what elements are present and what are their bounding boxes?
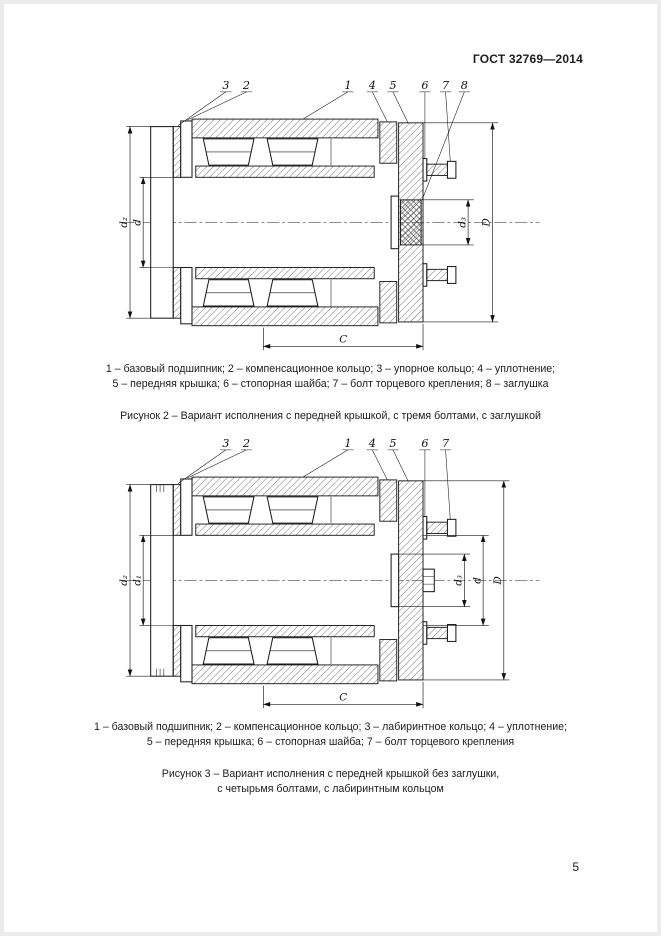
compensation-ring (179, 478, 193, 536)
dim-label-C: C (339, 334, 347, 346)
shaft-and-rings (149, 120, 193, 325)
callout-label-4: 4 (367, 79, 375, 92)
dim-label-d3: d₃ (452, 575, 464, 586)
figure-2-caption: Рисунок 2 – Вариант исполнения с передне… (120, 409, 541, 422)
callout-label-7: 7 (441, 437, 449, 450)
bearing (191, 118, 397, 327)
callout-label-5: 5 (389, 79, 396, 92)
standard-number: ГОСТ 32769—2014 (472, 52, 583, 66)
front-cover (390, 480, 424, 681)
dimensions: d₂ d₁ d₃ d D C (118, 480, 509, 709)
legend-line: 1 – базовый подшипник; 2 – компенсационн… (94, 721, 567, 734)
lock-washer (422, 158, 427, 182)
bearing (191, 476, 397, 685)
figure-3-drawing: 3 2 1 4 5 6 7 d₂ d₁ d₃ d (118, 437, 539, 709)
legend-line: 5 – передняя крышка; 6 – стопорная шайба… (146, 736, 515, 749)
labyrinth-ring-teeth (155, 484, 164, 677)
callout-label-2: 2 (241, 79, 249, 92)
callouts: 3 2 1 4 5 6 7 8 (177, 79, 470, 200)
figure-3-caption: Рисунок 3 – Вариант исполнения с передне… (4, 767, 657, 798)
lock-washer (422, 516, 427, 540)
dim-label-D: D (491, 576, 503, 586)
callout-label-6: 6 (421, 437, 428, 450)
callout-label-6: 6 (421, 79, 428, 92)
callout-label-1: 1 (344, 79, 351, 92)
dim-label-d: d (131, 219, 143, 226)
callout-label-5: 5 (389, 437, 396, 450)
page-number: 5 (572, 860, 579, 874)
callout-label-7: 7 (441, 79, 449, 92)
dim-label-C: C (339, 692, 347, 704)
dim-label-d: d (471, 577, 483, 584)
bolts (422, 516, 456, 645)
dim-label-d3: d₃ (456, 217, 468, 228)
seal (378, 121, 397, 164)
callouts: 3 2 1 4 5 6 7 (177, 437, 451, 520)
callout-label-2: 2 (241, 437, 249, 450)
dim-label-d2: d₂ (118, 575, 130, 586)
callout-label-4: 4 (367, 437, 375, 450)
dim-label-D: D (480, 218, 492, 228)
figure-2: 3 2 1 4 5 6 7 8 d₂ d d₃ (4, 72, 657, 424)
legend-line: 1 – базовый подшипник; 2 – компенсационн… (105, 363, 556, 375)
thrust-ring (172, 126, 181, 178)
compensation-ring (179, 120, 193, 178)
figure-2-legend: 1 – базовый подшипник; 2 – компенсационн… (18, 362, 643, 393)
caption-line: с четырьмя болтами, с лабиринтным кольцо… (217, 783, 444, 796)
shaft-and-rings (149, 478, 193, 683)
figure-3: 3 2 1 4 5 6 7 d₂ d₁ d₃ d (4, 430, 657, 797)
plug (399, 199, 422, 246)
labyrinth-ring (172, 484, 181, 536)
bolts (422, 158, 456, 287)
caption-line: Рисунок 3 – Вариант исполнения с передне… (161, 767, 500, 780)
callout-label-1: 1 (344, 437, 351, 450)
dimensions: d₂ d d₃ D C (118, 122, 498, 351)
figure-2-drawing: 3 2 1 4 5 6 7 8 d₂ d d₃ (118, 79, 539, 351)
callout-label-3: 3 (222, 437, 229, 450)
figure-3-legend: 1 – базовый подшипник; 2 – компенсационн… (18, 720, 643, 751)
legend-line: 5 – передняя крышка; 6 – стопорная шайба… (112, 378, 549, 391)
dim-label-d2: d₂ (118, 217, 130, 228)
callout-label-8: 8 (460, 79, 467, 92)
center-bolt-head (422, 568, 435, 593)
document-header: ГОСТ 32769—2014 (4, 52, 657, 66)
seal (378, 479, 397, 522)
dim-label-d1: d₁ (131, 575, 143, 586)
callout-label-3: 3 (222, 79, 229, 92)
